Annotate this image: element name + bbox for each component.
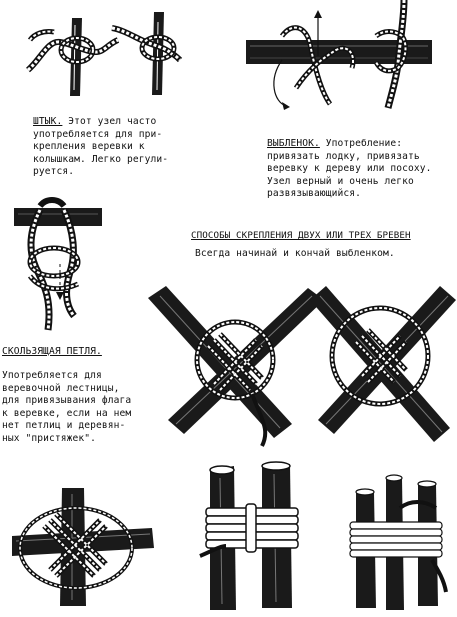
slip-line: ных "пристяжек". — [2, 433, 97, 444]
shtyk-first-line: ШТЫК. Этот узел часто — [33, 116, 156, 129]
slip-line: к веревке, если на нем — [2, 407, 132, 419]
slip-title: СКОЛЬЗЯЩАЯ ПЕТЛЯ. — [2, 346, 102, 357]
slip-line: нет петлиц и деревян- — [2, 420, 126, 432]
two-logs-lashing-drawing — [199, 461, 299, 610]
slip-knot-drawing — [14, 197, 102, 331]
crossed-logs-left — [148, 286, 324, 447]
square-lashing-drawing — [12, 488, 154, 606]
vyblenok-title: ВЫБЛЕНОК. — [267, 138, 320, 149]
vyblenok-line: веревку к дереву или посоху. — [267, 163, 432, 175]
shtyk-line: руется. — [33, 166, 75, 178]
vyblenok-line: привязать лодку, привязать — [267, 150, 420, 162]
logs-subtitle: Всегда начинай и кончай выбленком. — [195, 248, 395, 259]
slip-line: для привязывания флага — [2, 395, 132, 407]
shtyk-line: употребляется для при- — [33, 128, 163, 140]
vyblenok-knot-drawing — [246, 0, 432, 110]
shtyk-line: колышкам. Легко регули- — [33, 153, 169, 165]
vyblenok-line: развязывающийся. — [267, 188, 362, 200]
shtyk-title: ШТЫК. — [33, 116, 63, 127]
shtyk-line-1: Этот узел часто — [62, 116, 157, 127]
three-logs-lashing-drawing — [349, 474, 448, 610]
shtyk-line: крепления веревки к — [33, 141, 145, 153]
slip-line: Употребляется для — [2, 370, 102, 381]
logs-heading: СПОСОБЫ СКРЕПЛЕНИЯ ДВУХ ИЛИ ТРЕХ БРЕВЕН — [191, 230, 411, 241]
vyblenok-first-line: ВЫБЛЕНОК. Употребление: — [267, 138, 402, 151]
slip-line: веревочной лестницы, — [2, 382, 120, 394]
shtyk-knot-drawing — [25, 12, 183, 96]
crossed-logs-right — [310, 286, 456, 442]
vyblenok-line-1: Употребление: — [319, 138, 403, 149]
vyblenok-line: Узел верный и очень легко — [267, 175, 414, 187]
